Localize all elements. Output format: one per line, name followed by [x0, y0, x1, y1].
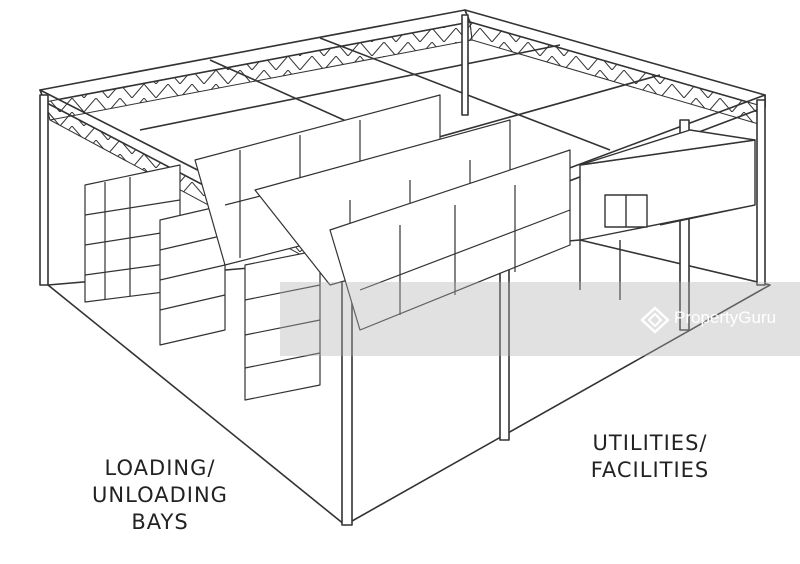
roof-back-beam: [39, 9, 471, 103]
column-right-front: [679, 119, 690, 331]
utilities-label-line-2: FACILITIES: [590, 458, 710, 482]
watermark-text: PropertyGuru: [674, 308, 777, 327]
loading-label-line-1: LOADING/: [104, 456, 216, 480]
watermark-band: PropertyGuru: [280, 282, 800, 356]
mezzanine-office: [579, 129, 756, 300]
shelving-row-4: [329, 149, 571, 331]
column-left: [39, 94, 49, 286]
column-right: [756, 99, 766, 286]
utilities-label: UTILITIES/ FACILITIES: [570, 430, 730, 484]
utilities-label-line-1: UTILITIES/: [592, 431, 708, 455]
truss-right: [469, 21, 766, 126]
column-back: [461, 14, 469, 116]
loading-label-line-3: BAYS: [131, 510, 189, 534]
propertyguru-logo-icon: [640, 306, 670, 334]
roof-beam-3: [139, 44, 561, 131]
loading-bays-label: LOADING/ UNLOADING BAYS: [70, 455, 250, 536]
loading-label-line-2: UNLOADING: [92, 483, 228, 507]
roof-right-beam: [464, 9, 766, 108]
